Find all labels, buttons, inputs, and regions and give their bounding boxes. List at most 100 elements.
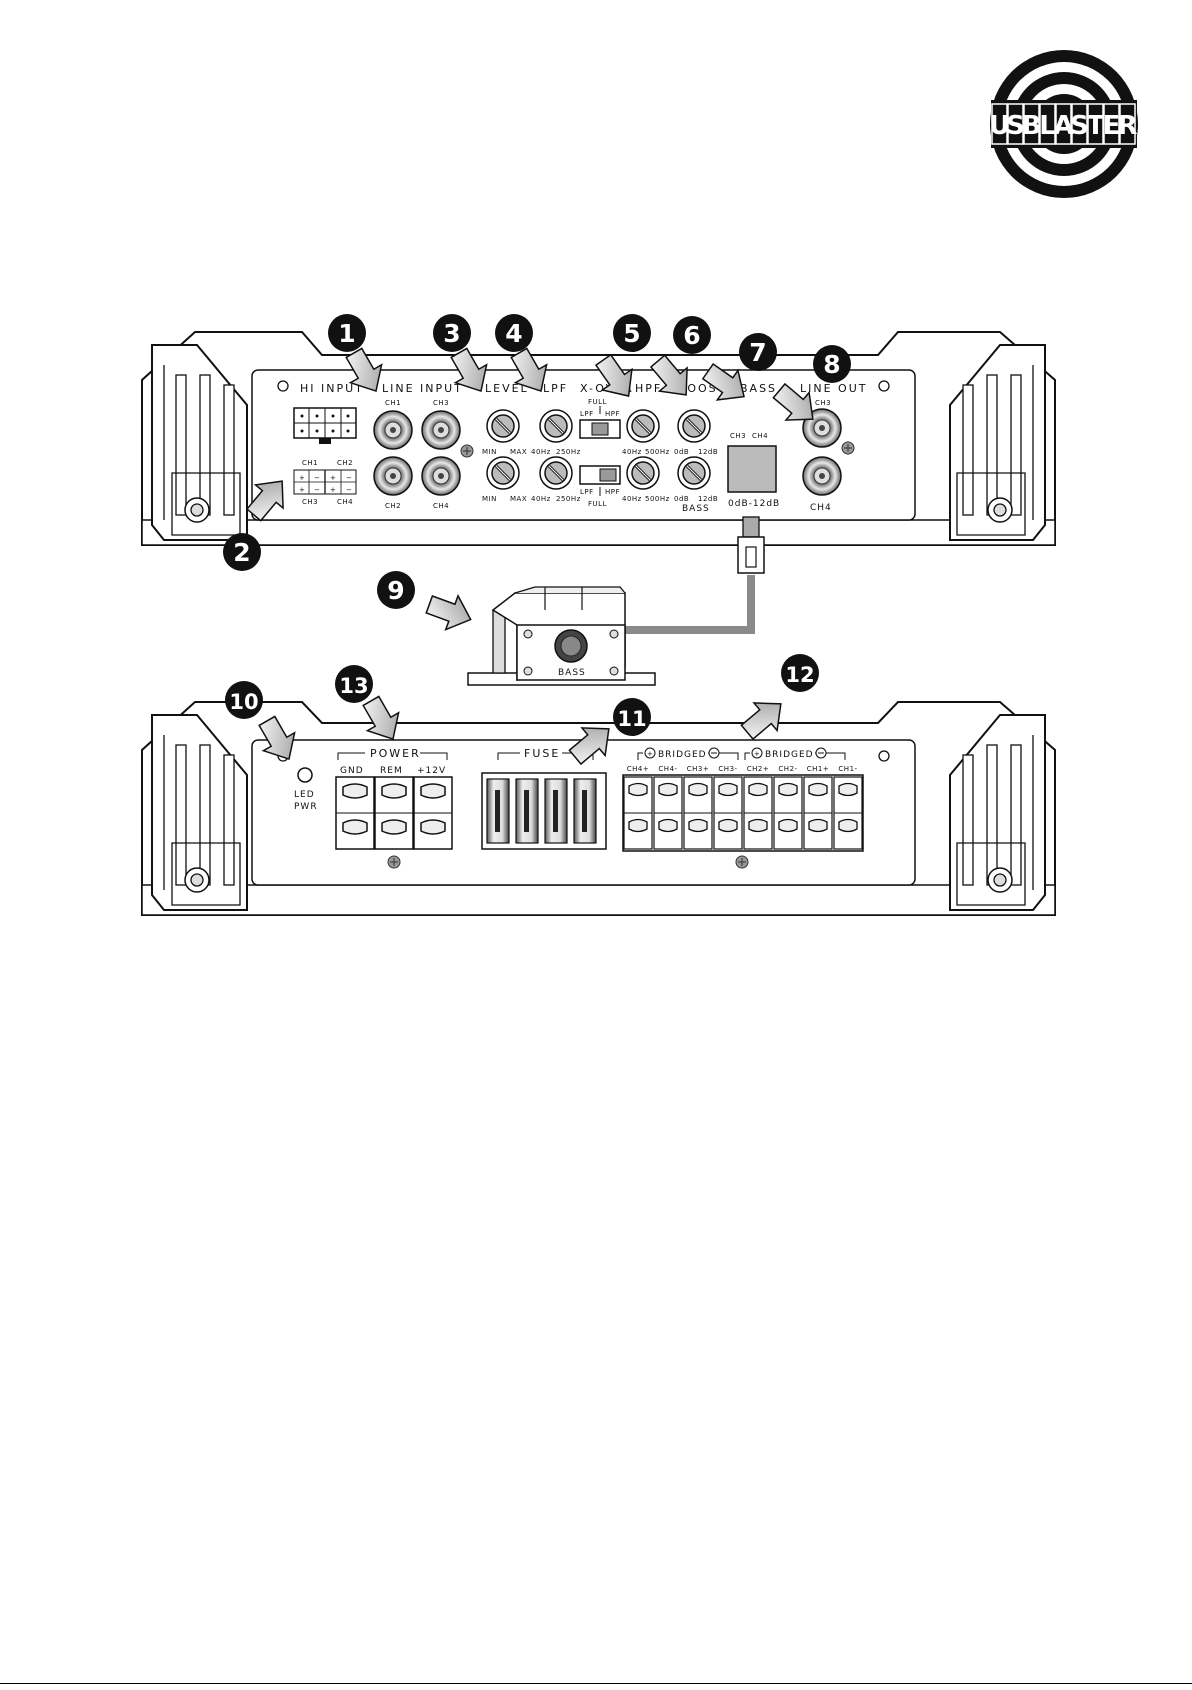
callout-badge (739, 333, 777, 371)
rem-label: REM (380, 766, 403, 776)
logo-letter: S (1070, 111, 1089, 141)
logo-letter: E (1103, 111, 1121, 141)
speaker-terminal[interactable] (623, 776, 653, 850)
svg-text:−: − (346, 474, 352, 482)
remote-bass-controller[interactable]: BASS (467, 586, 656, 686)
gnd-terminal[interactable] (335, 776, 375, 850)
callout-number: 1 (338, 319, 355, 348)
bottom-panel: LED PWR POWER GND REM +12V FUSE (141, 701, 1056, 916)
fuse-block[interactable] (481, 772, 607, 850)
speaker-terminal-label: CH4+ (627, 765, 649, 773)
bridged-label-left: + BRIDGED (637, 747, 739, 760)
speaker-terminal-label: CH2+ (747, 765, 769, 773)
callout-badge (781, 654, 819, 692)
callout-badge (225, 681, 263, 719)
v12-terminal[interactable] (413, 776, 453, 850)
callout-number: 9 (387, 576, 404, 605)
callout-number: 12 (785, 663, 814, 687)
speaker-terminal[interactable] (653, 776, 683, 850)
level-knob-front[interactable] (485, 408, 521, 444)
svg-text:40Hz: 40Hz (622, 448, 642, 456)
svg-text:FULL: FULL (588, 500, 607, 508)
logo-letter: U (989, 111, 1010, 141)
speaker-terminal[interactable] (713, 776, 743, 850)
callout-badge (328, 314, 366, 352)
hi-input-connector[interactable] (293, 407, 357, 444)
callout-number: 10 (229, 690, 258, 714)
svg-text:MIN: MIN (482, 495, 497, 503)
svg-text:250Hz: 250Hz (556, 495, 581, 503)
xover-switch-front[interactable]: FULL LPF HPF (579, 398, 621, 439)
logo-letter: L (1039, 111, 1056, 141)
callout-number: 13 (339, 674, 368, 698)
lpf-knob-front[interactable] (538, 408, 574, 444)
speaker-terminal[interactable] (803, 776, 833, 850)
svg-text:MAX: MAX (510, 495, 527, 503)
ground-screw-bottom-right (735, 855, 749, 869)
svg-text:+: + (754, 750, 760, 758)
svg-text:LPF: LPF (580, 410, 594, 418)
svg-text:12dB: 12dB (698, 495, 718, 503)
remote-cable (625, 516, 765, 634)
line-input-ch1-jack[interactable] (373, 410, 413, 450)
svg-text:MAX: MAX (510, 448, 527, 456)
line-input-label: LINE INPUT (382, 382, 463, 395)
svg-text:MIN: MIN (482, 448, 497, 456)
svg-text:+: + (330, 486, 336, 494)
speaker-terminal-label: CH3- (718, 765, 737, 773)
svg-text:CH4: CH4 (752, 432, 768, 440)
v12-label: +12V (417, 766, 446, 776)
speaker-terminal[interactable] (683, 776, 713, 850)
svg-text:500Hz: 500Hz (645, 448, 670, 456)
callout-number: 11 (617, 707, 646, 731)
svg-text:−: − (346, 486, 352, 494)
line-out-label: LINE OUT (800, 382, 867, 395)
logo-letter: T (1087, 111, 1105, 141)
line-input-ch4-jack[interactable] (421, 456, 461, 496)
bass-boost-knob-rear[interactable] (676, 455, 712, 491)
callout-badge (377, 571, 415, 609)
rem-terminal[interactable] (374, 776, 414, 850)
svg-text:BRIDGED: BRIDGED (658, 750, 707, 760)
callout-number: 5 (623, 319, 640, 348)
bass-boost-knob-front[interactable] (676, 408, 712, 444)
line-input-ch2-jack[interactable] (373, 456, 413, 496)
callout-number: 2 (233, 538, 250, 567)
svg-text:−: − (314, 474, 320, 482)
hpf-knob-front[interactable] (625, 408, 661, 444)
speaker-terminal[interactable] (833, 776, 863, 850)
svg-text:BRIDGED: BRIDGED (765, 750, 814, 760)
lpf-knob-rear[interactable] (538, 455, 574, 491)
logo-letter: R (1117, 111, 1137, 141)
svg-text:0dB: 0dB (674, 495, 689, 503)
svg-text:−: − (314, 486, 320, 494)
callout-badge (495, 314, 533, 352)
xover-switch-rear[interactable]: LPF HPF FULL (579, 465, 621, 508)
speaker-terminal-label: CH1+ (807, 765, 829, 773)
led-label: LED (294, 790, 315, 800)
svg-text:HPF: HPF (605, 488, 620, 496)
line-input-ch3-label: CH3 (433, 399, 449, 407)
line-out-ch4-jack[interactable] (802, 456, 842, 496)
arrow-9 (422, 586, 478, 638)
svg-text:12dB: 12dB (698, 448, 718, 456)
svg-text:CH3: CH3 (302, 498, 318, 506)
line-input-ch3-jack[interactable] (421, 410, 461, 450)
callout-badge (813, 345, 851, 383)
bass-boost-caption: BASS (682, 504, 710, 514)
svg-text:LPF: LPF (580, 488, 594, 496)
svg-text:250Hz: 250Hz (556, 448, 581, 456)
bridged-label-right: + BRIDGED (744, 747, 846, 760)
speaker-terminal-label: CH4- (658, 765, 677, 773)
speaker-terminal[interactable] (773, 776, 803, 850)
svg-text:+: + (299, 486, 305, 494)
level-knob-rear[interactable] (485, 455, 521, 491)
hpf-knob-rear[interactable] (625, 455, 661, 491)
hpf-label: HPF (635, 382, 662, 395)
speaker-terminal[interactable] (743, 776, 773, 850)
remote-bass-port[interactable] (727, 445, 777, 493)
callout-number: 6 (683, 321, 700, 350)
